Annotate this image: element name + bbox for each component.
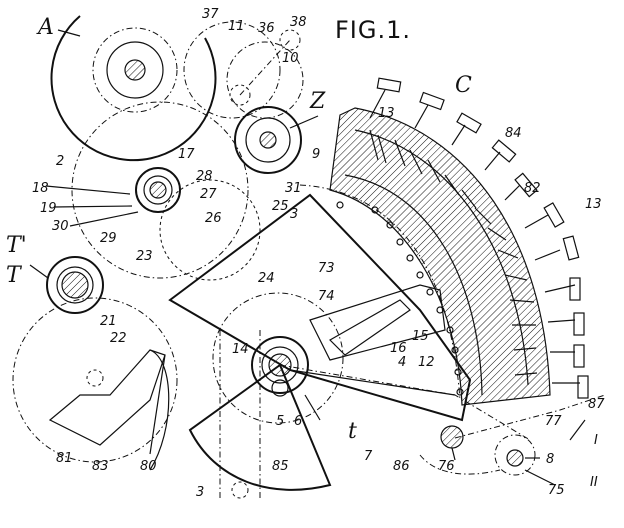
wheel-t <box>46 256 104 314</box>
label-7: 7 <box>364 449 373 464</box>
label-30: 30 <box>52 219 69 234</box>
label-13a: 13 <box>378 106 395 121</box>
label-8: 8 <box>546 452 554 467</box>
label-76: 76 <box>438 459 455 474</box>
upper-gear-train <box>183 21 304 174</box>
label-t: T <box>6 263 23 288</box>
label-83: 83 <box>92 459 109 474</box>
label-25a: 25 <box>272 199 289 214</box>
label-roman-ii: II <box>590 475 598 490</box>
label-23: 23 <box>136 249 153 264</box>
main-wheel-17 <box>71 101 261 281</box>
label-c: C <box>455 73 472 98</box>
label-5: 5 <box>276 414 284 429</box>
label-17: 17 <box>178 147 195 162</box>
label-84: 84 <box>505 126 522 141</box>
label-a: A <box>36 15 54 40</box>
wheel-a <box>50 15 217 162</box>
label-t-small: t <box>348 419 357 444</box>
label-t-prime: T' <box>6 233 27 258</box>
key-rack-c <box>299 107 551 406</box>
label-24: 24 <box>258 271 275 286</box>
label-10: 10 <box>282 51 299 66</box>
label-roman-i: I <box>594 433 598 448</box>
keys <box>336 77 589 399</box>
label-29: 29 <box>100 231 117 246</box>
label-27: 27 <box>200 187 217 202</box>
label-21: 21 <box>100 314 117 329</box>
linkages <box>279 364 606 476</box>
label-4: 4 <box>398 355 406 370</box>
label-86: 86 <box>393 459 410 474</box>
label-74: 74 <box>318 289 335 304</box>
label-82: 82 <box>524 181 541 196</box>
label-22: 22 <box>110 331 127 346</box>
label-37: 37 <box>202 7 219 22</box>
label-2: 2 <box>56 154 64 169</box>
label-81: 81 <box>56 451 73 466</box>
label-77: 77 <box>545 414 562 429</box>
label-9: 9 <box>312 147 320 162</box>
label-85: 85 <box>272 459 289 474</box>
label-26: 26 <box>205 211 222 226</box>
label-3a: 3 <box>290 207 298 222</box>
label-14: 14 <box>232 342 249 357</box>
figure-title: FIG.1. <box>335 16 411 44</box>
wheel-81 <box>12 297 178 471</box>
label-75: 75 <box>548 483 565 498</box>
label-12: 12 <box>418 355 435 370</box>
label-15: 15 <box>412 329 429 344</box>
label-19: 19 <box>40 201 57 216</box>
label-z: Z <box>309 89 326 114</box>
label-73: 73 <box>318 261 335 276</box>
label-11: 11 <box>228 19 245 34</box>
reference-labels: A C Z T' T t 37 11 36 38 10 13 84 9 2 17… <box>6 7 605 500</box>
label-31: 31 <box>285 181 302 196</box>
label-16: 16 <box>390 341 407 356</box>
label-38: 38 <box>290 15 307 30</box>
label-80: 80 <box>140 459 157 474</box>
leader-lines <box>29 29 556 486</box>
label-36: 36 <box>258 21 275 36</box>
label-13b: 13 <box>585 197 602 212</box>
lower-sector-85 <box>188 330 332 500</box>
label-6: 6 <box>294 414 302 429</box>
label-87: 87 <box>588 397 605 412</box>
label-3b: 3 <box>196 485 204 500</box>
central-hub <box>212 292 344 424</box>
label-28: 28 <box>196 169 213 184</box>
label-18: 18 <box>32 181 49 196</box>
